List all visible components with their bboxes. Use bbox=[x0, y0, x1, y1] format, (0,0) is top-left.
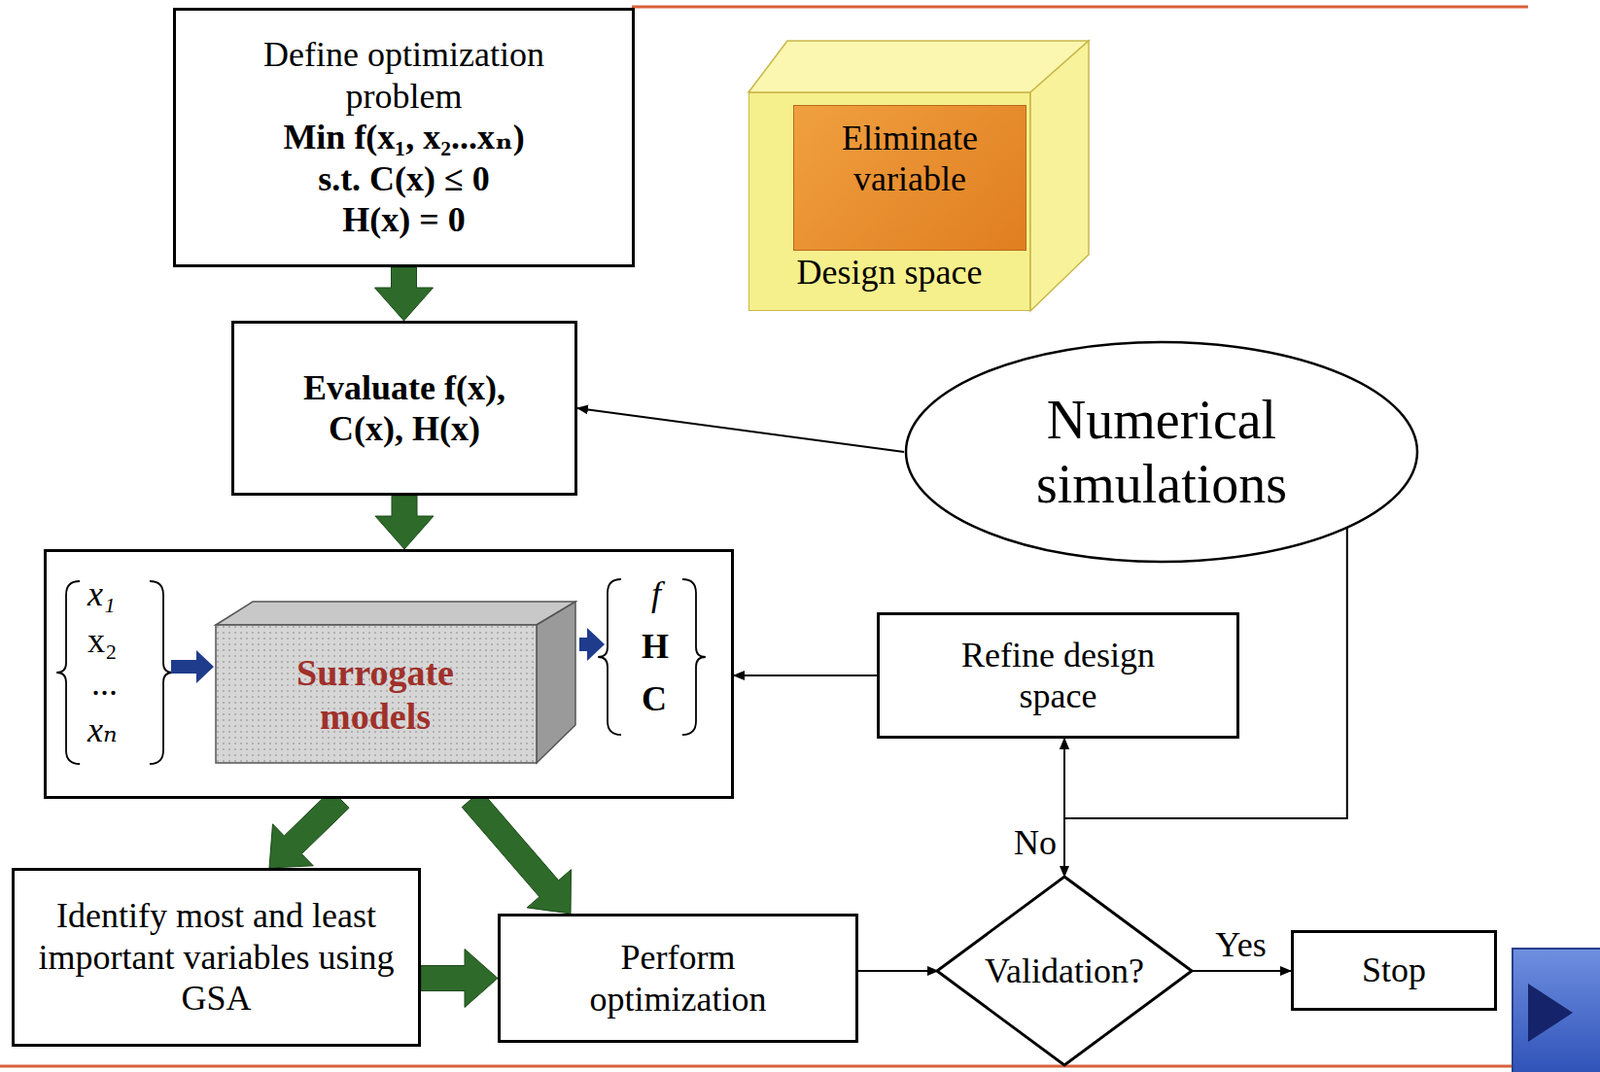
play-triangle bbox=[1528, 983, 1573, 1043]
node-text: Identify most and least important variab… bbox=[27, 895, 407, 1019]
node-text: ... bbox=[91, 662, 118, 704]
brace bbox=[682, 579, 706, 735]
flow-arrow bbox=[375, 495, 434, 550]
node-text: Refine design space bbox=[932, 634, 1185, 718]
eliminate-variable-box: Eliminate variable bbox=[793, 104, 1027, 251]
brace bbox=[597, 579, 622, 735]
box-top bbox=[215, 601, 576, 626]
surrogate-frame: x₁ x₂... xₙ fHC Surrogate models bbox=[43, 549, 734, 800]
connector bbox=[1190, 970, 1291, 973]
brace bbox=[149, 581, 174, 765]
design-space-box: Design space Eliminate variable bbox=[748, 92, 1031, 312]
node-text: f bbox=[651, 573, 661, 615]
process-box: Evaluate f(x), C(x), H(x) bbox=[231, 320, 578, 496]
cube-side bbox=[1030, 40, 1089, 312]
node-text: Numerical simulations bbox=[986, 387, 1337, 517]
play-button bbox=[1512, 948, 1600, 1072]
diamond-shape bbox=[937, 876, 1192, 1066]
flow-arrow bbox=[171, 650, 214, 684]
node-text: Perform optimization bbox=[556, 937, 800, 1020]
node-text: Surrogate models bbox=[268, 651, 483, 739]
node-text: Stop bbox=[1361, 949, 1427, 991]
connector bbox=[577, 408, 905, 453]
node-text: x₁ bbox=[87, 573, 116, 615]
brace bbox=[56, 581, 80, 765]
node-text: Evaluate f(x), C(x), H(x) bbox=[273, 367, 536, 451]
box-side bbox=[536, 601, 576, 764]
connector bbox=[733, 674, 877, 677]
flow-arrow bbox=[461, 791, 571, 915]
terminal-box: Stop bbox=[1290, 930, 1497, 1011]
edge-label: Yes bbox=[1213, 926, 1268, 966]
cube-top bbox=[748, 40, 1089, 93]
process-box: Identify most and least important variab… bbox=[11, 868, 421, 1047]
node-text: s.t. C(x) ≤ 0 bbox=[317, 158, 490, 200]
node-text: Design space bbox=[797, 251, 983, 293]
node-text: Define optimization problem bbox=[239, 34, 570, 117]
flow-arrow bbox=[375, 267, 434, 321]
process-box: Perform optimization bbox=[497, 913, 859, 1044]
process-box: Refine design space bbox=[876, 612, 1240, 739]
simulation-ellipse: Numerical simulations bbox=[904, 340, 1420, 564]
node-text: C bbox=[641, 678, 667, 720]
flow-arrow bbox=[579, 627, 605, 661]
surrogate-box: Surrogate models bbox=[214, 600, 577, 765]
bottom-rule bbox=[0, 1065, 1529, 1069]
node-text: Min f(x₁, x₂...xₙ) bbox=[282, 116, 524, 158]
decision-diamond: Validation? bbox=[935, 874, 1194, 1068]
node-text: xₙ bbox=[87, 709, 118, 751]
ellipse-outline bbox=[904, 340, 1420, 564]
edge-label: No bbox=[1011, 824, 1059, 864]
node-text: H bbox=[641, 626, 669, 667]
flow-arrow bbox=[420, 949, 498, 1009]
box-front bbox=[215, 625, 537, 764]
problem-box: Define optimization problemMin f(x₁, x₂.… bbox=[173, 7, 635, 268]
top-rule bbox=[631, 5, 1529, 9]
node-text: H(x) = 0 bbox=[342, 199, 466, 241]
connector bbox=[858, 970, 939, 973]
flow-arrow bbox=[269, 790, 349, 869]
node-text: Validation? bbox=[984, 950, 1145, 992]
node-text: x₂ bbox=[87, 620, 118, 661]
ellipse-shape bbox=[905, 342, 1418, 562]
node-text: Eliminate variable bbox=[794, 117, 1026, 201]
